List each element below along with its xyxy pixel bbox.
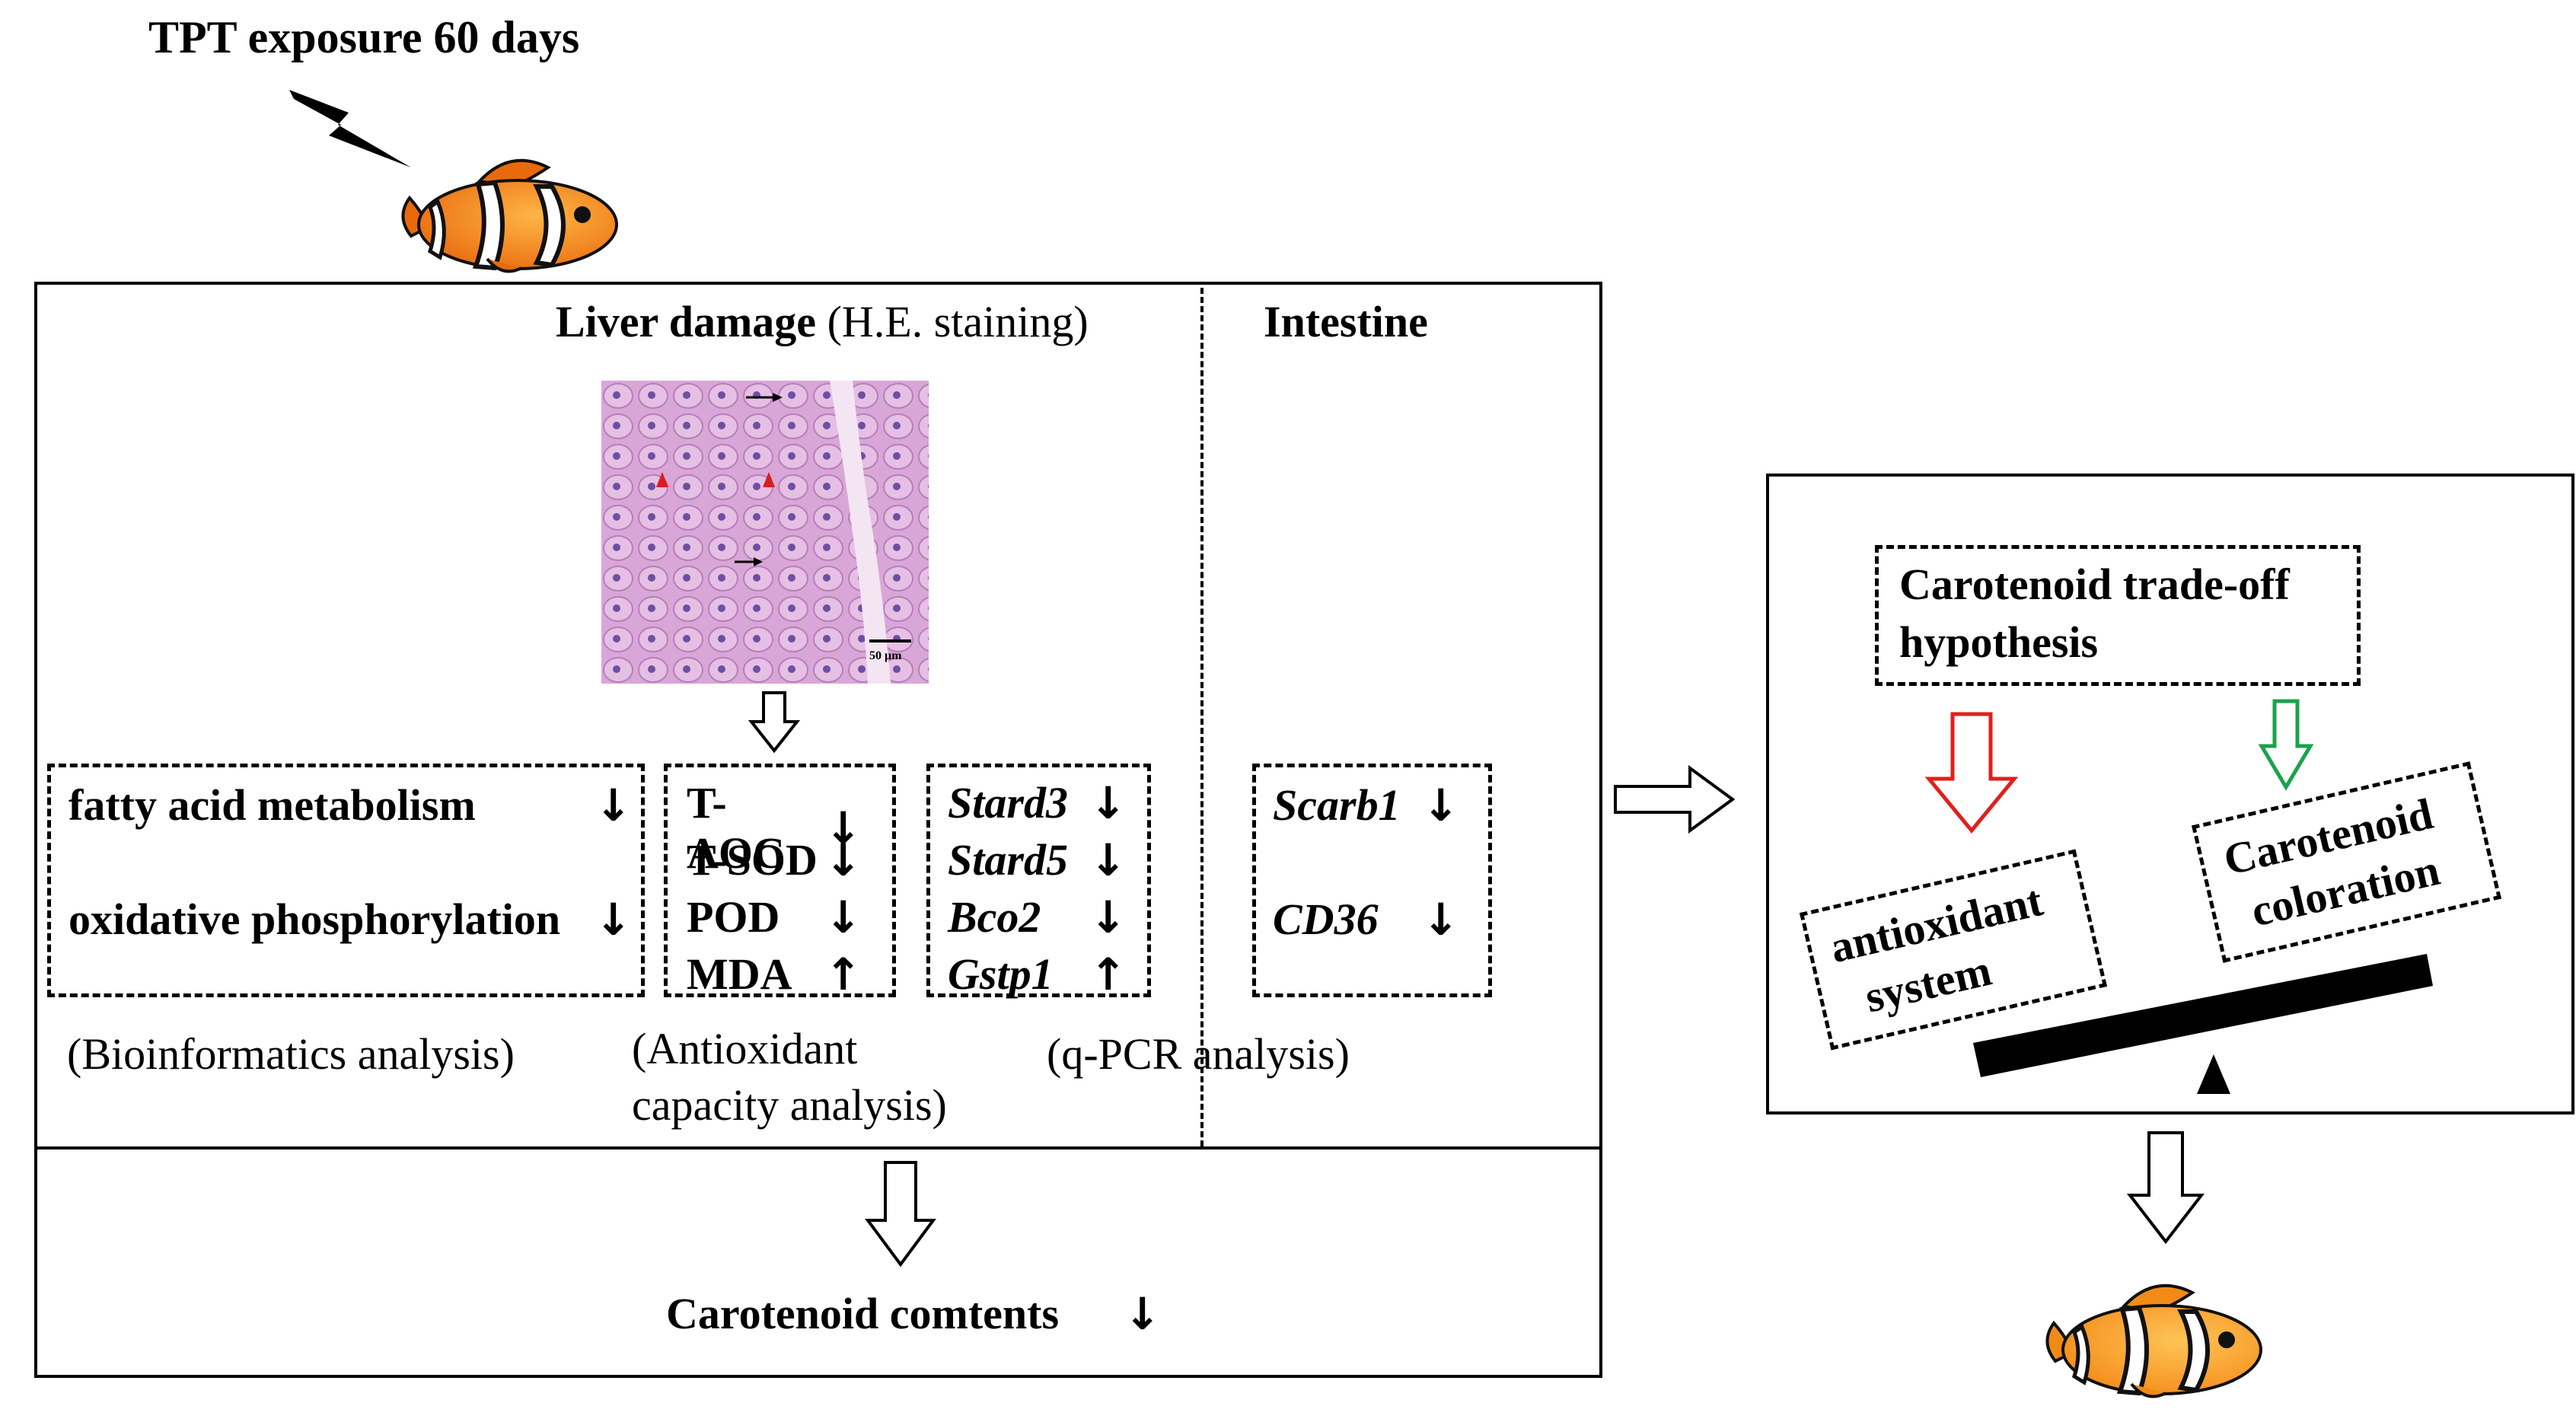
hypothesis-title: Carotenoid trade-off hypothesis bbox=[1899, 560, 2290, 667]
bioinformatics-box bbox=[47, 764, 645, 997]
outcome-row: Carotenoid comtents↓ bbox=[666, 1288, 1161, 1340]
qpcr-liver-row: Gstp1↑ bbox=[948, 949, 1127, 1000]
main-panel-divider bbox=[34, 1146, 1602, 1150]
qpcr-liver-row: Bco2↓ bbox=[948, 891, 1127, 943]
bioinformatics-row: fatty acid metabolism↓ bbox=[69, 780, 632, 831]
clownfish-icon bbox=[2045, 1283, 2262, 1398]
bioinformatics-caption: (Bioinformatics analysis) bbox=[67, 1029, 515, 1079]
histology-image: 50 μm bbox=[601, 381, 929, 684]
clownfish-icon bbox=[401, 158, 618, 273]
red-down-arrow-icon bbox=[1924, 712, 2019, 834]
down-arrow-icon bbox=[865, 1161, 936, 1268]
liver-heading: Liver damage (H.E. staining) bbox=[556, 297, 1089, 346]
antioxidant-caption: (Antioxidant capacity analysis) bbox=[632, 1024, 947, 1130]
right-arrow-icon bbox=[1614, 765, 1736, 834]
antioxidant-row: T-SOD↓ bbox=[687, 834, 862, 886]
bioinformatics-row: oxidative phosphorylation↓ bbox=[69, 894, 632, 945]
qpcr-caption: (q-PCR analysis) bbox=[1047, 1029, 1350, 1079]
antioxidant-row: MDA↑ bbox=[687, 949, 862, 1000]
down-arrow-icon bbox=[2126, 1131, 2205, 1245]
hypothesis-panel bbox=[1766, 474, 2574, 1114]
lightning-bolt-icon bbox=[289, 90, 411, 167]
qpcr-liver-row: Stard5↓ bbox=[948, 834, 1127, 886]
hypothesis-title-box bbox=[1875, 545, 2361, 686]
qpcr-liver-box bbox=[926, 764, 1151, 997]
green-down-arrow-icon bbox=[2258, 699, 2314, 791]
down-arrow-icon bbox=[748, 691, 801, 754]
intestine-divider bbox=[1200, 288, 1204, 1146]
qpcr-liver-row: Stard3↓ bbox=[948, 777, 1127, 829]
antioxidant-row: T-AOC↓ bbox=[687, 778, 862, 878]
diagram-title: TPT exposure 60 days bbox=[148, 12, 580, 62]
qpcr-intestine-row: CD36↓ bbox=[1273, 894, 1459, 945]
antioxidant-row: POD↓ bbox=[687, 891, 862, 943]
seesaw-icon bbox=[1973, 954, 2433, 1094]
antioxidant-box bbox=[664, 764, 896, 997]
intestine-heading: Intestine bbox=[1264, 297, 1428, 346]
qpcr-intestine-row: Scarb1↓ bbox=[1273, 780, 1459, 831]
scale-bar-label: 50 μm bbox=[869, 649, 902, 662]
main-panel bbox=[34, 282, 1602, 1378]
qpcr-intestine-box bbox=[1252, 764, 1492, 997]
